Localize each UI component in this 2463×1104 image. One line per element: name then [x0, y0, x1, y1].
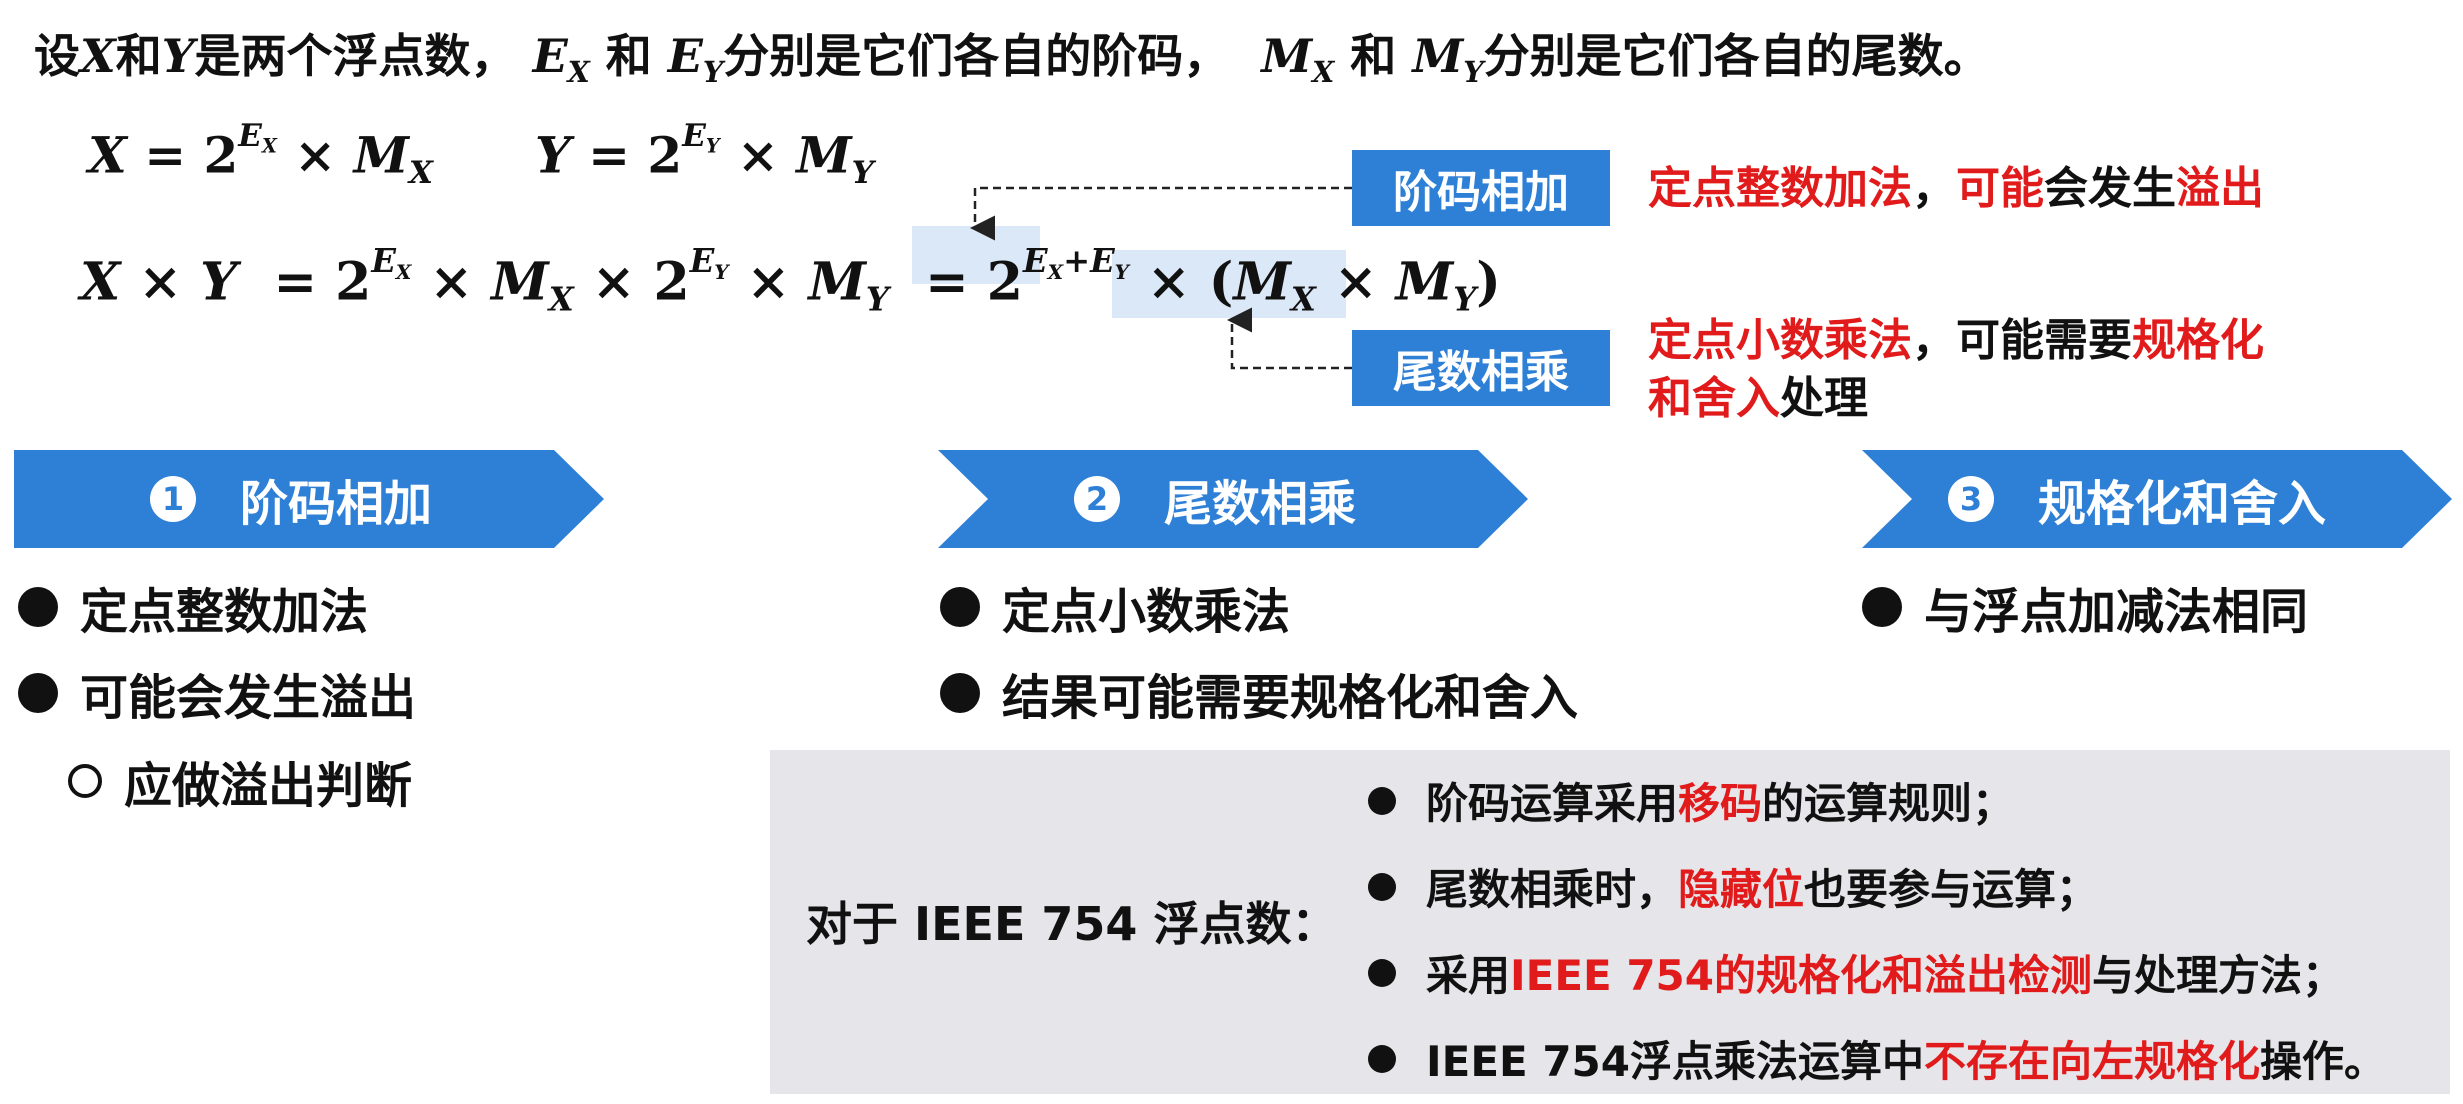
formula-x: X = 2EX × MX	[88, 118, 433, 192]
mantissa-multiply-tag: 尾数相乘	[1352, 330, 1610, 406]
bullet-dot	[1368, 786, 1396, 815]
formula-product: X × Y = 2EX × MX × 2EY × MY = 2EX+EY × (…	[80, 242, 1501, 319]
var-mx: MX	[1261, 29, 1335, 89]
step-3-arrow: 3 规格化和舍入	[1862, 450, 2452, 548]
bullet-dot	[18, 673, 58, 713]
mantissa-connector	[1227, 307, 1352, 370]
bullet-dot	[1368, 872, 1396, 901]
list-item: 结果可能需要规格化和舍入	[940, 658, 1578, 728]
exponent-add-tag: 阶码相加	[1352, 150, 1610, 226]
exponent-connector	[970, 186, 1352, 241]
step-number: 3	[1948, 476, 1994, 522]
intro-text: 是两个浮点数，	[194, 29, 517, 83]
var-ey: EY	[667, 29, 724, 89]
step-2-arrow: 2 尾数相乘	[938, 450, 1528, 548]
intro-text: 设	[34, 29, 80, 83]
var-ex: EX	[532, 29, 590, 89]
step-label: 尾数相乘	[1164, 476, 1357, 532]
bullet-dot	[1862, 587, 1902, 627]
exponent-note: 定点整数加法，可能会发生溢出	[1648, 163, 2264, 214]
ieee-item: 阶码运算采用移码的运算规则；	[1368, 770, 2014, 831]
intro-text: 分别是它们各自的尾数。	[1483, 29, 1990, 83]
ieee-item: 尾数相乘时，隐藏位也要参与运算；	[1368, 856, 2098, 917]
intro-text: 和	[115, 29, 162, 83]
list-subitem: 应做溢出判断	[68, 746, 412, 816]
step-arrow-shape	[938, 450, 1528, 548]
bullet-dot	[18, 587, 58, 627]
intro-text: 和	[589, 29, 668, 83]
mantissa-highlight	[1112, 250, 1346, 318]
list-item: 定点小数乘法	[940, 572, 1290, 642]
bullet-dot	[940, 673, 980, 713]
step-number: 2	[1074, 476, 1120, 522]
step-number: 1	[150, 476, 196, 522]
formula-y: Y = 2EY × MY	[535, 118, 874, 192]
bullet-ring	[68, 764, 102, 798]
ieee-title: 对于 IEEE 754 浮点数：	[806, 897, 1338, 951]
bullet-dot	[1368, 1044, 1396, 1073]
ieee-note-box	[770, 750, 2450, 1094]
var-x: X	[80, 29, 116, 83]
list-item: 与浮点加减法相同	[1862, 572, 2308, 642]
ieee-item: IEEE 754浮点乘法运算中不存在向左规格化操作。	[1368, 1028, 2386, 1089]
var-my: MY	[1412, 29, 1484, 89]
step-arrow-shape	[14, 450, 604, 548]
intro-text: 和	[1334, 29, 1413, 83]
step-label: 规格化和舍入	[2038, 476, 2327, 532]
var-y: Y	[161, 29, 195, 83]
bullet-dot	[940, 587, 980, 627]
step-1-arrow: 1 阶码相加	[14, 450, 604, 548]
step-arrow-shape	[1862, 450, 2452, 548]
mantissa-note: 定点小数乘法，可能需要规格化 和舍入处理	[1648, 315, 2264, 424]
intro-text: 分别是它们各自的阶码，	[723, 29, 1230, 83]
list-item: 可能会发生溢出	[18, 658, 416, 728]
step-label: 阶码相加	[240, 476, 433, 532]
list-item: 定点整数加法	[18, 572, 368, 642]
bullet-dot	[1368, 958, 1396, 987]
intro-sentence: 设X和Y是两个浮点数， EX 和 EY分别是它们各自的阶码， MX 和 MY分别…	[34, 24, 1990, 104]
